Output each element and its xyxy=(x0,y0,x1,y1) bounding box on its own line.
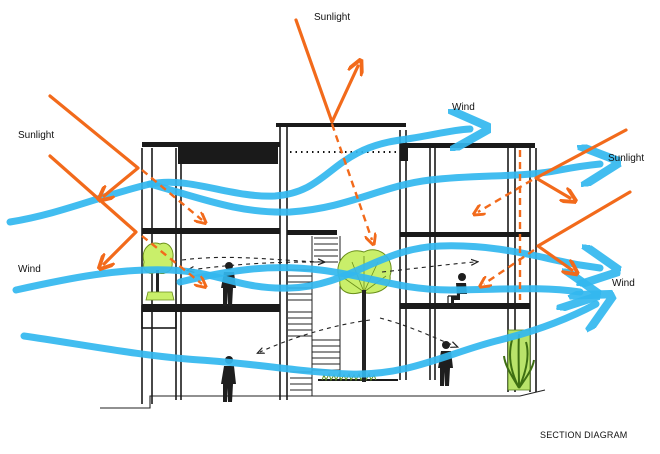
sunlight-label-top: Sunlight xyxy=(314,12,350,23)
ground-line xyxy=(100,389,546,409)
wind-flows xyxy=(6,129,600,378)
sun-arrow xyxy=(294,18,358,124)
roof-parapet-right xyxy=(400,143,408,161)
wind-label-left: Wind xyxy=(18,264,41,275)
sun-dashed-path xyxy=(330,123,372,240)
sun-arrow xyxy=(534,128,628,198)
balcony-tree xyxy=(142,242,175,301)
roof-slab-right xyxy=(405,143,535,148)
wind-arrow xyxy=(20,304,596,378)
second-floor-slab-mid xyxy=(287,230,337,235)
roof-parapet-left xyxy=(178,142,278,164)
sun-dashed-path xyxy=(484,249,535,284)
sun-dashed-path xyxy=(478,178,533,212)
sun-dashed-path xyxy=(141,169,202,220)
sunlight-rays xyxy=(48,18,632,300)
first-floor-slab-right xyxy=(400,303,530,309)
plant-icon xyxy=(503,329,535,391)
first-floor-slab-left xyxy=(142,304,280,312)
wind-arrow xyxy=(146,164,600,216)
sun-arrow xyxy=(536,190,632,270)
wind-label-right: Wind xyxy=(612,278,635,289)
wind-arrow xyxy=(176,264,580,292)
wind-label-top: Wind xyxy=(452,102,475,113)
person-icon-standing-lower-right xyxy=(438,341,453,386)
second-floor-slab-left xyxy=(142,228,280,234)
sunlight-label-left: Sunlight xyxy=(18,130,54,141)
roof-slab-top xyxy=(276,123,406,127)
interior-airflow xyxy=(181,256,475,352)
diagram-caption: SECTION DIAGRAM xyxy=(540,430,628,440)
second-floor-slab-right xyxy=(400,232,530,237)
sunlight-label-right: Sunlight xyxy=(608,153,644,164)
sun-arrow xyxy=(48,94,140,196)
wind-arrow xyxy=(12,242,600,294)
left-box xyxy=(141,305,177,329)
sun-dashed-path xyxy=(141,235,202,284)
sun-arrow xyxy=(48,154,138,264)
